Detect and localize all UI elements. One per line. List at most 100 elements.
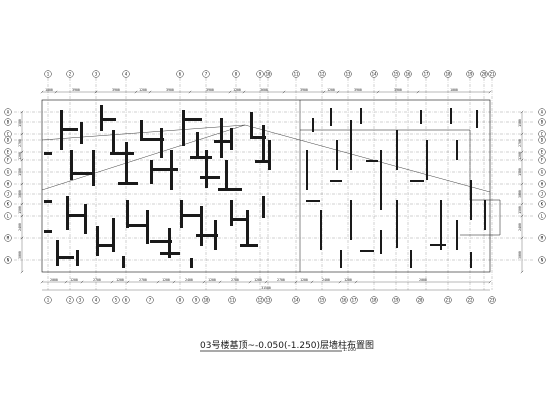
left-dimension-tick <box>20 150 24 154</box>
wall-segment <box>150 160 153 184</box>
axis-bubble-bottom-label: 3 <box>79 297 82 302</box>
axis-bubble-top <box>444 70 452 78</box>
axis-bubble-right <box>538 212 546 220</box>
wall-segment <box>262 196 265 218</box>
axis-bubble-left <box>4 190 12 198</box>
axis-bubble-right-label: E <box>541 149 544 154</box>
bottom-dimension-label: 1200 <box>344 278 352 282</box>
bottom-dimension-label: 2000 <box>419 278 427 282</box>
right-dimension-label: 3000 <box>518 251 522 259</box>
axis-bubble-right-label: H <box>541 181 544 186</box>
axis-bubble-right <box>538 256 546 264</box>
section-diagonal <box>41 124 246 191</box>
wall-segment <box>430 244 446 246</box>
top-dimension-tick <box>54 90 58 94</box>
wall-segment <box>380 230 382 254</box>
axis-bubble-top-label: 1 <box>47 71 50 76</box>
wall-segment <box>312 118 314 132</box>
axis-bubble-left-label: L <box>7 213 10 218</box>
axis-bubble-right <box>538 136 546 144</box>
wall-segment <box>476 110 478 128</box>
left-dimension-tick <box>20 270 24 274</box>
axis-bubble-top <box>466 70 474 78</box>
wall-segment <box>84 204 87 234</box>
top-dimension-tick <box>376 90 380 94</box>
bottom-dimension-tick <box>218 280 222 284</box>
wall-segment <box>205 150 208 188</box>
top-dimension-tick <box>282 90 286 94</box>
wall-segment <box>360 108 362 124</box>
top-dimension-label: 1200 <box>233 88 241 92</box>
axis-bubble-right-label: G <box>541 169 544 174</box>
axis-bubble-bottom <box>66 296 74 304</box>
top-dimension-label: 3900 <box>300 88 308 92</box>
axis-bubble-bottom-label: 9 <box>195 297 198 302</box>
axis-bubble-left <box>4 148 12 156</box>
axis-bubble-right-label: J <box>541 191 543 196</box>
axis-bubble-bottom <box>340 296 348 304</box>
axis-bubble-bottom <box>228 296 236 304</box>
wall-segment <box>350 120 352 170</box>
axis-bubble-top-label: 15 <box>394 71 399 76</box>
wall-segment <box>140 138 164 141</box>
axis-bubble-left <box>4 234 12 242</box>
top-dimension-tick <box>242 90 246 94</box>
axis-bubble-top-label: 13 <box>346 71 351 76</box>
wall-segment <box>410 250 412 268</box>
right-dimension-tick <box>520 110 524 114</box>
wall-segment <box>170 150 173 190</box>
left-dimension-label: 1200 <box>18 152 22 160</box>
axis-bubble-bottom <box>92 296 100 304</box>
wall-segment <box>160 252 180 255</box>
axis-bubble-top-label: 16 <box>406 71 411 76</box>
wall-segment <box>250 112 253 138</box>
wall-segment <box>196 234 218 237</box>
axis-bubble-left-label: E <box>7 149 10 154</box>
drawing-scale: 1:100 <box>343 347 356 353</box>
wall-segment <box>96 244 114 247</box>
top-dimension-label: 1200 <box>327 88 335 92</box>
axis-bubble-left-label: D <box>7 137 10 142</box>
left-dimension-tick <box>20 110 24 114</box>
right-dimension-label: 2700 <box>518 139 522 147</box>
wall-segment <box>66 196 69 230</box>
axis-bubble-bottom <box>146 296 154 304</box>
axis-bubble-right <box>538 168 546 176</box>
wall-segment <box>250 136 266 139</box>
top-dimension-label: 1200 <box>139 88 147 92</box>
axis-bubble-top <box>480 70 488 78</box>
top-dimension-label: 3900 <box>112 88 120 92</box>
axis-bubble-right-label: M <box>541 235 544 240</box>
axis-bubble-top-label: 12 <box>320 71 325 76</box>
axis-bubble-top <box>44 70 52 78</box>
axis-bubble-top-label: 7 <box>205 71 208 76</box>
axis-bubble-right-label: N <box>541 257 544 262</box>
wall-segment <box>230 128 233 150</box>
wall-segment <box>262 125 265 161</box>
axis-bubble-right <box>538 108 546 116</box>
axis-bubble-right-label: B <box>541 119 544 124</box>
axis-bubble-bottom <box>416 296 424 304</box>
axis-bubble-right <box>538 234 546 242</box>
left-dimension-label: 3000 <box>18 190 22 198</box>
top-dimension-tick <box>94 90 98 94</box>
top-dimension-tick <box>148 90 152 94</box>
wall-segment <box>340 250 342 268</box>
axis-bubble-top <box>264 70 272 78</box>
top-dimension-label: 3600 <box>260 88 268 92</box>
axis-bubble-top <box>392 70 400 78</box>
wall-segment <box>200 206 203 246</box>
left-dimension-label: 2700 <box>18 139 22 147</box>
axis-bubble-bottom-label: 20 <box>418 297 423 302</box>
axis-bubble-top-label: 18 <box>446 71 451 76</box>
wall-segment <box>168 228 171 258</box>
axis-bubble-bottom <box>264 296 272 304</box>
wall-segment <box>182 118 202 121</box>
wall-segment <box>76 250 79 266</box>
top-dimension-tick <box>336 90 340 94</box>
axis-bubble-bottom-label: 2 <box>69 297 72 302</box>
axis-bubble-bottom <box>122 296 130 304</box>
wall-segment <box>484 200 486 230</box>
axis-bubble-bottom <box>76 296 84 304</box>
axis-bubble-left-label: J <box>7 191 9 196</box>
